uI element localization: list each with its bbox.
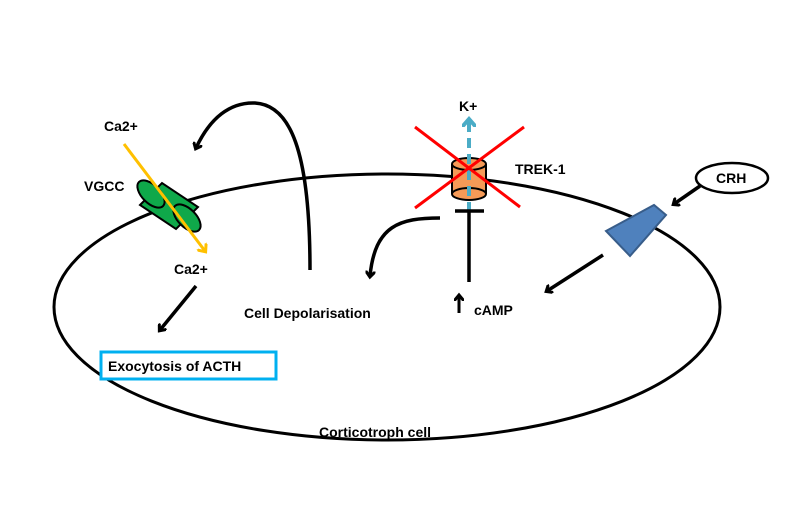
crh-to-receptor-arrow [674, 184, 701, 204]
ca-to-exocytosis-arrow [160, 284, 198, 330]
depolarisation-label: Cell Depolarisation [244, 305, 371, 321]
exocytosis-box [99, 350, 278, 381]
ca-outside-label: Ca2+ [104, 118, 138, 134]
cell-membrane [52, 172, 722, 442]
crh-receptor-icon [604, 203, 668, 258]
receptor-to-camp-arrow [547, 253, 604, 291]
ca-influx-arrow [122, 143, 205, 251]
vgcc-label: VGCC [84, 178, 124, 194]
camp-inhibition-line [455, 209, 484, 282]
ca-inside-label: Ca2+ [174, 261, 208, 277]
trek1-label: TREK-1 [515, 161, 566, 177]
camp-label: cAMP [474, 302, 513, 318]
vgcc-channel-icon [136, 179, 202, 233]
depolarisation-to-vgcc-arrow [196, 101, 312, 271]
crh-ellipse [694, 161, 770, 195]
exocytosis-label: Exocytosis of ACTH [108, 358, 241, 374]
cell-label: Corticotroph cell [319, 424, 431, 440]
crh-label: CRH [716, 170, 746, 186]
k-ion-label: K+ [459, 98, 477, 114]
trek1-to-depolarisation-arrow [370, 216, 441, 276]
inhibition-cross-icon [414, 125, 525, 210]
